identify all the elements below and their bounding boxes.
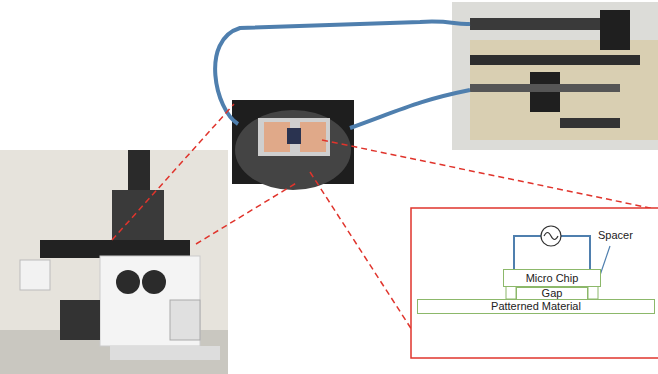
layer-label: Micro Chip (526, 273, 579, 284)
microscope-photo (0, 150, 228, 374)
tube (350, 90, 470, 128)
layer-label: Patterned Material (491, 301, 581, 312)
inset-panel (411, 208, 658, 358)
layer-box: Patterned Material (417, 299, 655, 314)
tube (215, 22, 470, 124)
part-label: Spacer (596, 229, 635, 241)
syringe-pump-photo (452, 2, 658, 150)
ac-source (514, 226, 590, 269)
layer-box: Micro Chip (503, 269, 601, 287)
spacer (588, 286, 598, 299)
layer-label: Gap (542, 288, 563, 299)
spacer (506, 286, 516, 299)
stage-photo (232, 100, 354, 190)
